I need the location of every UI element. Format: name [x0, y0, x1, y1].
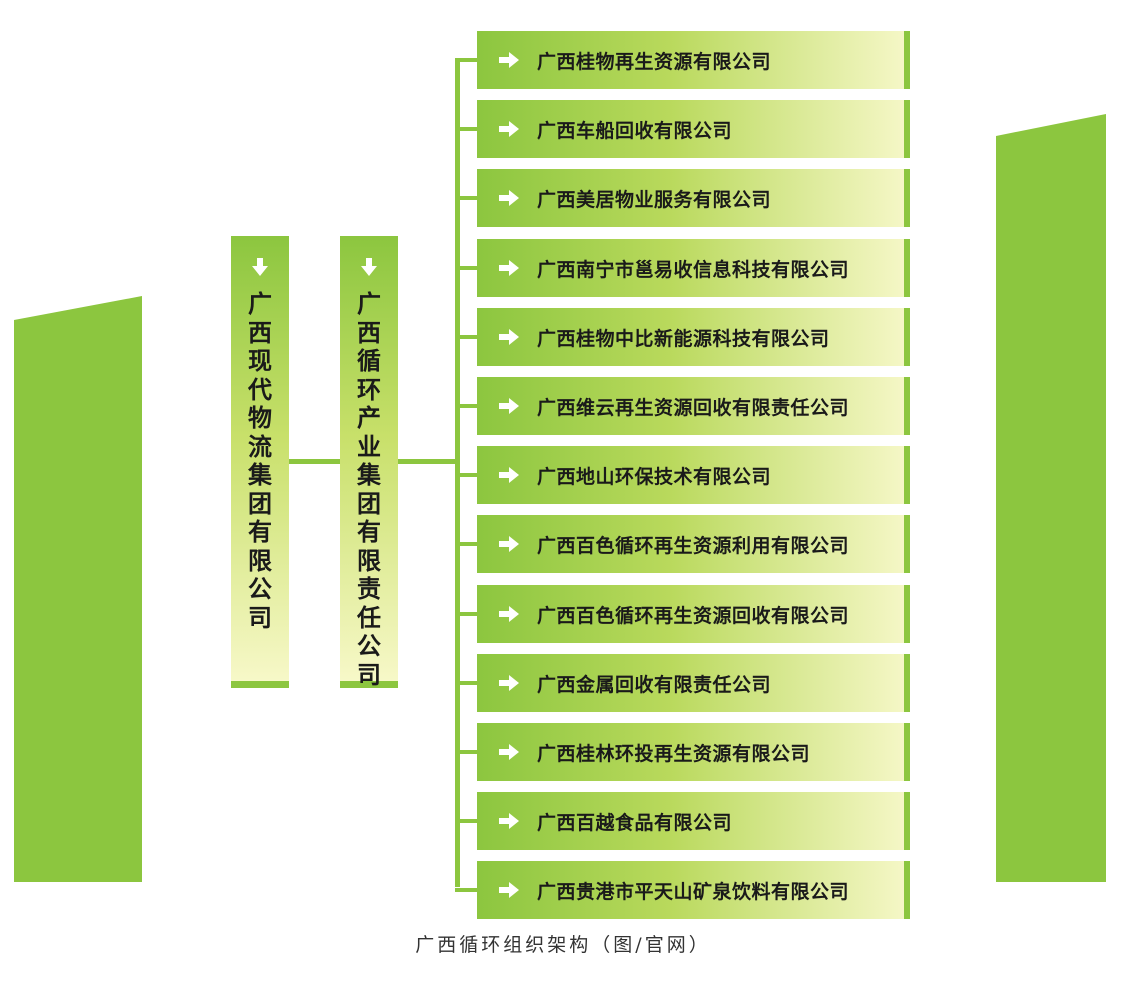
subsidiary-box: 广西南宁市邕易收信息科技有限公司 — [477, 239, 910, 297]
subsidiary-name: 广西车船回收有限公司 — [537, 119, 733, 142]
subsidiary-name: 广西百色循环再生资源回收有限公司 — [537, 604, 850, 627]
right-arrow-icon — [499, 744, 519, 760]
subsidiary-name: 广西桂物中比新能源科技有限公司 — [537, 327, 830, 350]
connector-branch — [455, 404, 479, 408]
subsidiary-box: 广西金属回收有限责任公司 — [477, 654, 910, 712]
connector-branch — [455, 266, 479, 270]
subsidiary-box: 广西桂物再生资源有限公司 — [477, 31, 910, 89]
connector-branch — [455, 196, 479, 200]
connector-branch — [455, 612, 479, 616]
subsidiary-box: 广西桂林环投再生资源有限公司 — [477, 723, 910, 781]
subsidiary-name: 广西南宁市邕易收信息科技有限公司 — [537, 258, 850, 281]
subsidiary-box: 广西维云再生资源回收有限责任公司 — [477, 377, 910, 435]
subsidiary-name: 广西维云再生资源回收有限责任公司 — [537, 396, 850, 419]
down-arrow-icon — [252, 258, 268, 280]
connector-branch — [455, 335, 479, 339]
subsidiary-box: 广西贵港市平天山矿泉饮料有限公司 — [477, 861, 910, 919]
group-company-card: 广西循环产业集团有限责任公司 — [340, 236, 398, 688]
subsidiary-name: 广西桂物再生资源有限公司 — [537, 50, 772, 73]
subsidiary-name: 广西地山环保技术有限公司 — [537, 465, 772, 488]
right-arrow-icon — [499, 190, 519, 206]
right-arrow-icon — [499, 675, 519, 691]
subsidiary-name: 广西百越食品有限公司 — [537, 811, 733, 834]
right-arrow-icon — [499, 813, 519, 829]
subsidiary-name: 广西百色循环再生资源利用有限公司 — [537, 534, 850, 557]
subsidiary-name: 广西美居物业服务有限公司 — [537, 188, 772, 211]
right-arrow-icon — [499, 882, 519, 898]
right-arrow-icon — [499, 606, 519, 622]
subsidiary-box: 广西车船回收有限公司 — [477, 100, 910, 158]
right-arrow-icon — [499, 467, 519, 483]
connector-left-middle — [289, 459, 341, 464]
right-arrow-icon — [499, 398, 519, 414]
right-arrow-icon — [499, 52, 519, 68]
connector-branch — [455, 819, 479, 823]
group-company-name: 广西循环产业集团有限责任公司 — [357, 289, 381, 689]
subsidiary-name: 广西桂林环投再生资源有限公司 — [537, 742, 811, 765]
connector-branch — [455, 750, 479, 754]
subsidiary-box: 广西美居物业服务有限公司 — [477, 169, 910, 227]
connector-middle-trunk — [397, 459, 457, 464]
right-arrow-icon — [499, 329, 519, 345]
connector-branch — [455, 888, 479, 892]
right-arrow-icon — [499, 536, 519, 552]
subsidiary-box: 广西百色循环再生资源回收有限公司 — [477, 585, 910, 643]
right-arrow-icon — [499, 260, 519, 276]
right-decor-panel — [996, 114, 1108, 884]
connector-branch — [455, 473, 479, 477]
connector-branch — [455, 542, 479, 546]
parent-company-name: 广西现代物流集团有限公司 — [248, 289, 272, 632]
subsidiary-box: 广西百越食品有限公司 — [477, 792, 910, 850]
figure-caption: 广西循环组织架构（图/官网） — [415, 934, 711, 956]
right-arrow-icon — [499, 121, 519, 137]
subsidiary-name: 广西金属回收有限责任公司 — [537, 673, 772, 696]
subsidiary-name: 广西贵港市平天山矿泉饮料有限公司 — [537, 880, 850, 903]
left-decor-panel — [14, 296, 144, 882]
subsidiary-box: 广西地山环保技术有限公司 — [477, 446, 910, 504]
parent-company-card: 广西现代物流集团有限公司 — [231, 236, 289, 688]
subsidiary-box: 广西桂物中比新能源科技有限公司 — [477, 308, 910, 366]
connector-branch — [455, 127, 479, 131]
connector-branch — [455, 681, 479, 685]
connector-branch — [455, 58, 479, 62]
down-arrow-icon — [361, 258, 377, 280]
subsidiary-box: 广西百色循环再生资源利用有限公司 — [477, 515, 910, 573]
